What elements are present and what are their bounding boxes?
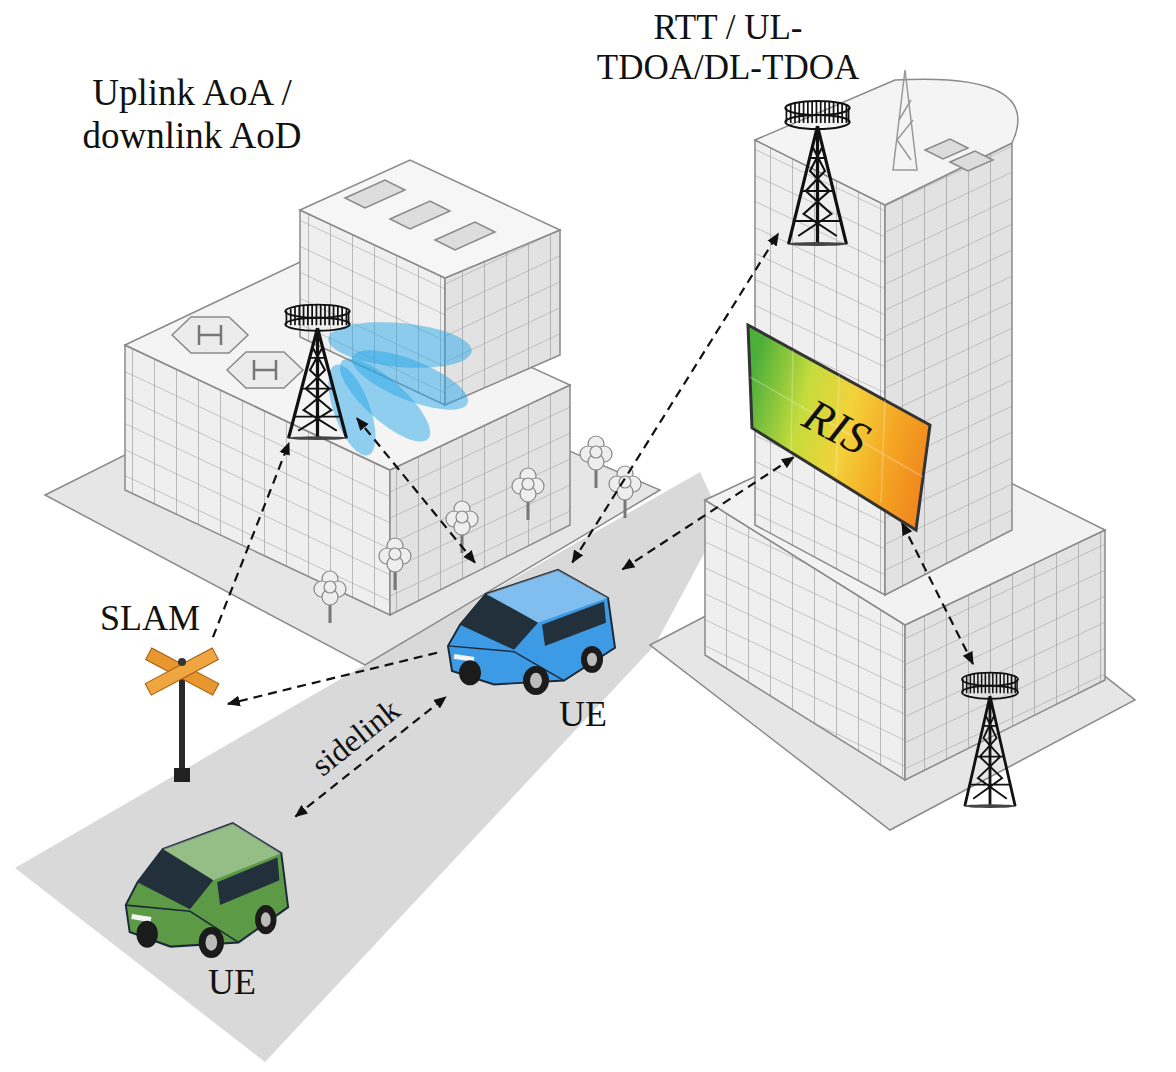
base-station: Uplink AoA / downlink AoD [280,300,355,440]
ris-surface [748,325,930,530]
signpost-icon [145,648,218,695]
dashed-arrow [357,418,475,562]
car-icon [448,570,615,695]
base-station-icon [280,300,355,440]
trees [379,538,411,590]
vehicle-ue: UE [440,565,620,695]
right-building [950,151,993,171]
dashed-arrow [228,653,437,704]
link-label: sidelink [304,691,406,783]
dashed-arrow [623,457,794,569]
right-building [755,79,1018,205]
base-station-icon [785,101,849,246]
left-building [199,325,221,345]
left-building [435,222,495,250]
right-building [925,139,968,159]
ue-label: UE [559,694,607,735]
landmark-label: SLAM [100,598,200,639]
ris-surface [750,350,923,503]
right-building [897,100,913,160]
signpost-icon [140,640,225,790]
base-station-icon [962,673,1018,808]
right-building [893,70,917,170]
signpost-icon [145,648,218,695]
base-station-icon [962,673,1018,808]
trees [580,436,612,488]
left-building [300,160,560,278]
trees [609,466,641,518]
signpost-icon [146,648,219,695]
station-label: Uplink AoA / downlink AoD [57,72,327,157]
radio-beams [319,317,475,461]
left-building [390,201,450,229]
trees [314,571,346,623]
car-icon [126,823,288,958]
base-station-icon [285,305,349,440]
dashed-arrow [213,443,289,637]
vehicle-ue: UE [118,818,293,958]
car-icon [118,818,293,958]
left-building [125,345,390,615]
ris-panel: RIS [748,325,930,530]
signpost-icon [146,648,219,695]
trees [512,468,544,520]
signpost-icon [179,665,185,780]
ris-link-arrow [902,523,973,664]
car-icon [440,565,620,695]
right-building [650,70,1135,830]
left-building [172,317,248,353]
base-station: RTT / UL- TDOA/DL-TDOA [780,96,855,246]
signpost-icon [174,768,190,782]
slam-landmark: SLAM [140,640,225,790]
left-building [254,360,276,380]
signpost-icon [178,658,186,666]
station-label: RTT / UL- TDOA/DL-TDOA [578,8,878,89]
dashed-arrow [572,233,778,562]
base-station-icon [780,96,855,246]
left-building [227,352,303,388]
left-building [345,180,405,208]
ue-label: UE [208,962,256,1003]
ris-link-arrow [902,523,973,664]
